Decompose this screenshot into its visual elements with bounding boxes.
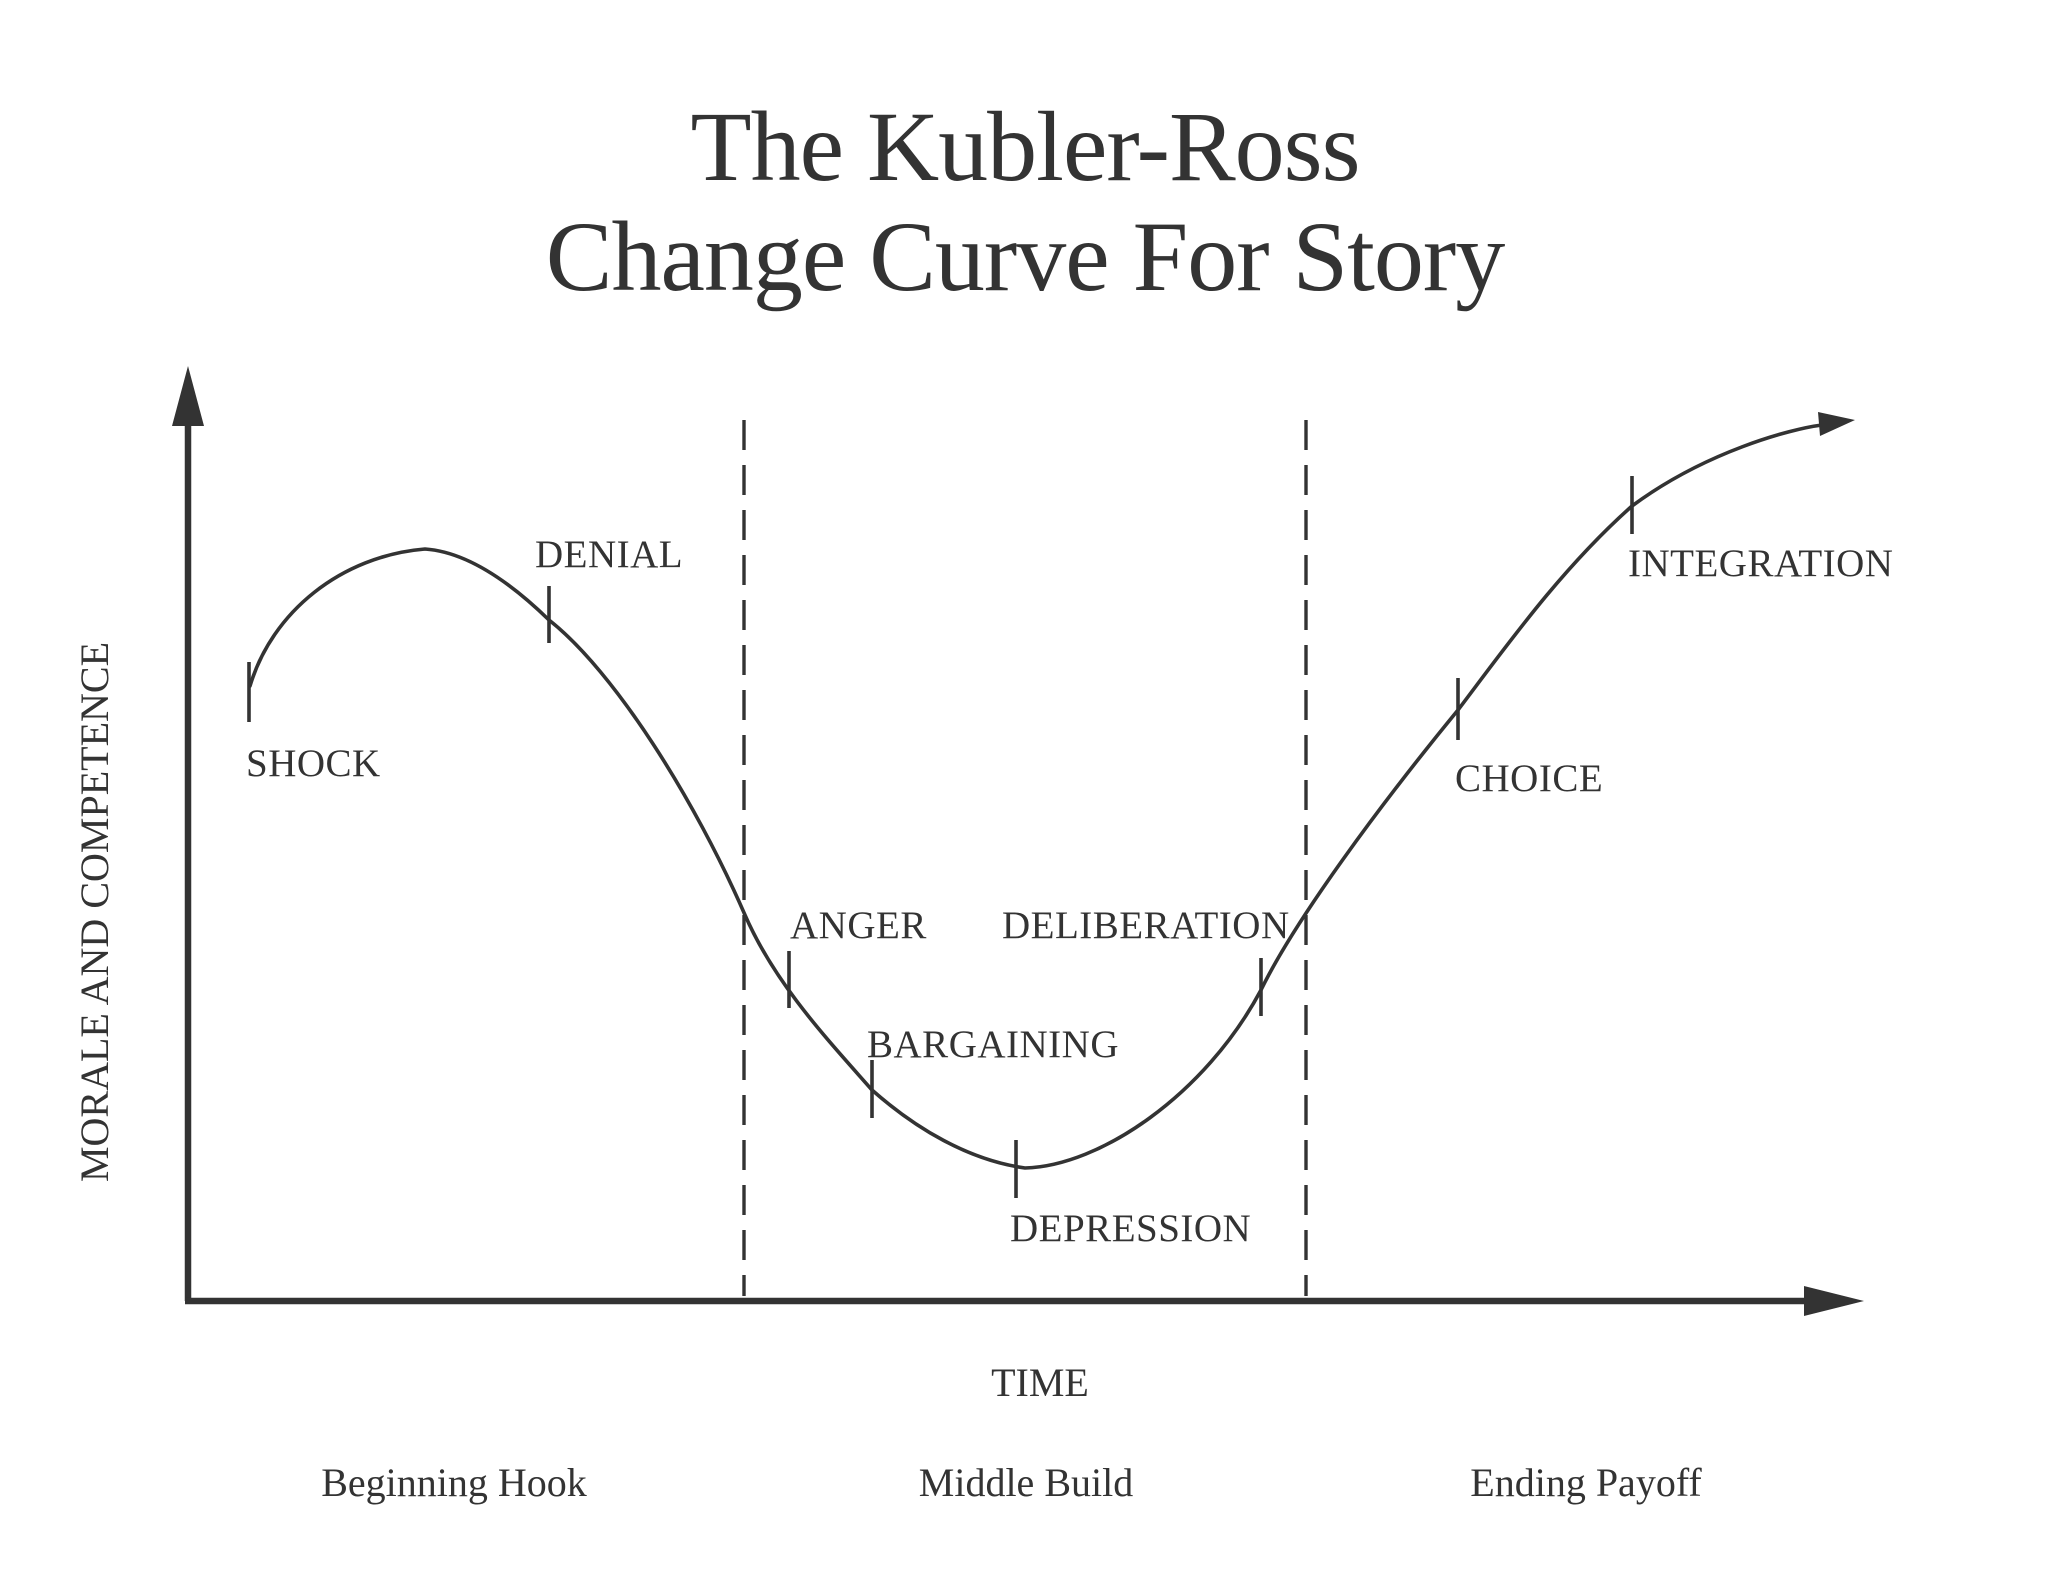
- change-curve: [248, 423, 1824, 1170]
- y-axis-label: MORALE AND COMPETENCE: [72, 642, 117, 1182]
- stage-label-integration: INTEGRATION: [1628, 542, 1893, 585]
- stage-label-deliberation: DELIBERATION: [1002, 904, 1290, 947]
- stage-label-denial: DENIAL: [535, 533, 683, 576]
- curve-arrowhead-icon: [1818, 412, 1855, 436]
- stage-label-shock: SHOCK: [246, 742, 381, 785]
- section-label-ending-payoff: Ending Payoff: [1470, 1460, 1702, 1505]
- x-axis-label: TIME: [991, 1360, 1089, 1405]
- diagram-title-line1: The Kubler-Ross: [691, 91, 1360, 202]
- section-label-beginning-hook: Beginning Hook: [321, 1460, 587, 1505]
- diagram-title-line2: Change Curve For Story: [546, 201, 1505, 312]
- section-label-middle-build: Middle Build: [919, 1460, 1133, 1505]
- stage-label-bargaining: BARGAINING: [867, 1023, 1119, 1066]
- stage-label-choice: CHOICE: [1455, 757, 1603, 800]
- stage-label-anger: ANGER: [790, 904, 927, 947]
- y-axis-arrowhead-icon: [172, 366, 204, 426]
- stage-label-depression: DEPRESSION: [1010, 1207, 1251, 1250]
- x-axis-arrowhead-icon: [1804, 1286, 1864, 1316]
